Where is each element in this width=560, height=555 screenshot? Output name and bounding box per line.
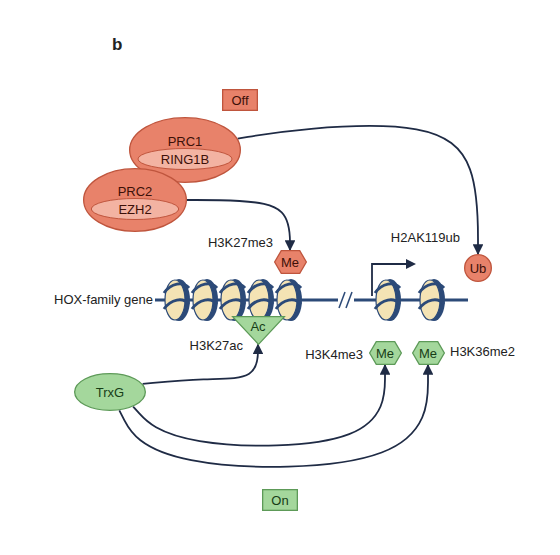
subunit-band xyxy=(138,149,232,170)
dna-wrap xyxy=(248,300,273,309)
node-text: Ub xyxy=(470,261,487,276)
hexagon-outline xyxy=(274,251,306,274)
node-text: PRC1 xyxy=(168,134,203,149)
complex-ellipse: PRC2EZH2 xyxy=(83,168,187,232)
dna-wrap xyxy=(248,284,273,293)
node-text: Me xyxy=(281,255,299,270)
node-text: Me xyxy=(419,346,437,361)
dna-strand xyxy=(354,299,468,302)
histone-mark-label: H3K27ac xyxy=(190,338,243,354)
panel-letter: b xyxy=(112,35,122,55)
box-outline xyxy=(223,90,258,111)
dna-wrap xyxy=(419,284,444,293)
connector-arrow xyxy=(238,126,478,254)
dna-wrap xyxy=(375,300,400,309)
node-text: Ac xyxy=(250,319,265,334)
break-mark xyxy=(339,292,345,308)
histone-mark-label: H2AK119ub xyxy=(391,230,460,246)
node-text: On xyxy=(271,493,288,508)
nucleosome xyxy=(192,279,218,321)
chromatin-illustration xyxy=(155,259,468,321)
transcription-start-arrow xyxy=(372,264,406,296)
box-outline xyxy=(263,490,298,511)
node-text: RING1B xyxy=(161,152,209,167)
subunit-band xyxy=(91,199,178,220)
break-mark xyxy=(346,292,352,308)
node-text: PRC2 xyxy=(118,184,153,199)
nucleosome xyxy=(276,279,302,321)
nucleosome xyxy=(220,279,246,321)
node-text: TrxG xyxy=(96,385,124,400)
connector-arrow xyxy=(119,365,428,467)
nucleosome xyxy=(248,279,274,321)
node-outline xyxy=(83,168,187,232)
histone-mark-label: H3K36me2 xyxy=(450,344,515,360)
hexagon-outline xyxy=(369,342,401,365)
state-box: On xyxy=(262,489,298,511)
hexagon-outline xyxy=(412,342,444,365)
node-text: EZH2 xyxy=(118,202,151,217)
methyl-mark: Me xyxy=(412,341,445,365)
ellipse-outline xyxy=(75,374,146,411)
dna-wrap xyxy=(220,284,245,293)
gene-label: HOX-family gene xyxy=(54,292,153,308)
connector-arrow xyxy=(133,365,385,446)
node-text: Off xyxy=(231,93,248,108)
dna-wrap xyxy=(419,300,444,309)
complex-ellipse: TrxG xyxy=(74,373,146,411)
dna-wrap xyxy=(164,284,189,293)
dna-wrap xyxy=(220,300,245,309)
nucleosome xyxy=(164,279,190,321)
dna-wrap xyxy=(164,300,189,309)
ubiquitin-mark: Ub xyxy=(464,254,492,282)
dna-wrap xyxy=(276,300,301,309)
dna-wrap xyxy=(192,300,217,309)
histone-mark-label: H3K4me3 xyxy=(305,347,363,363)
nucleosome xyxy=(375,279,401,321)
state-box: Off xyxy=(222,89,258,111)
nucleosome xyxy=(419,279,445,321)
dna-wrap xyxy=(192,284,217,293)
histone-mark-label: H3K27me3 xyxy=(208,235,273,251)
connector-arrow xyxy=(187,200,290,250)
transcription-arrowhead xyxy=(406,259,416,269)
methyl-mark: Me xyxy=(274,250,307,274)
nucleosome-row xyxy=(164,279,445,321)
ellipse-outline xyxy=(465,255,492,282)
dna-wrap xyxy=(375,284,400,293)
methyl-mark: Me xyxy=(369,341,402,365)
dna-wrap xyxy=(276,284,301,293)
ellipse-outline xyxy=(84,169,187,232)
node-text: Me xyxy=(376,346,394,361)
